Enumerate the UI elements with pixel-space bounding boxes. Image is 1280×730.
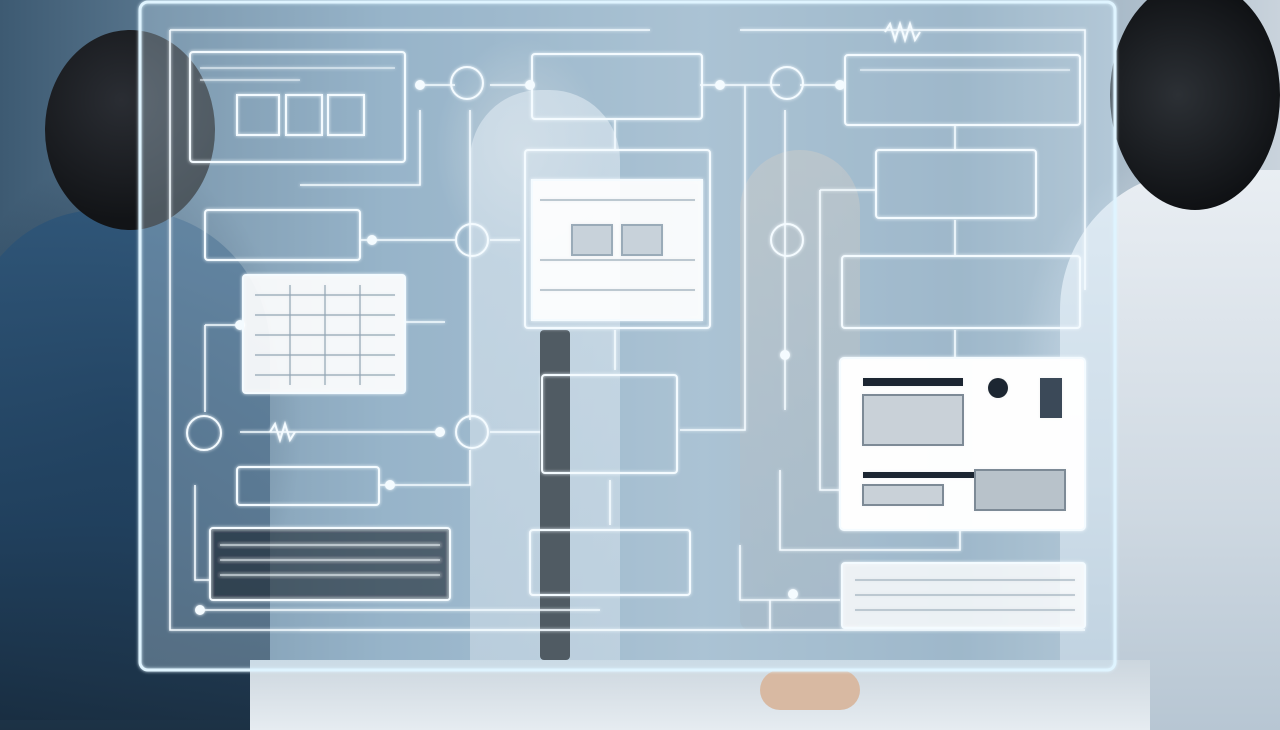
ui-card-left-small [204, 209, 361, 261]
connector-lines [169, 29, 1086, 631]
ui-card-top-right [844, 54, 1081, 126]
ui-card-grid-left [242, 274, 406, 394]
ui-card-center-small [541, 374, 678, 474]
ui-card-top-center [531, 53, 703, 120]
ui-card-left-bottom [209, 527, 451, 601]
ui-card-dashboard [839, 357, 1086, 531]
ui-card-left-lower [236, 466, 380, 506]
waveform-line-top [884, 20, 921, 44]
ui-card-right-wide [841, 255, 1081, 329]
hand [760, 670, 860, 710]
ui-card-top-left [189, 51, 406, 163]
person-right-head [1110, 0, 1280, 210]
ui-card-right-mid [875, 149, 1037, 219]
table [250, 660, 1150, 730]
ui-card-bottom-right [841, 562, 1086, 629]
ui-card-center-screen [524, 149, 711, 329]
ui-card-center-bottom [529, 529, 691, 596]
waveform-line [269, 420, 296, 444]
